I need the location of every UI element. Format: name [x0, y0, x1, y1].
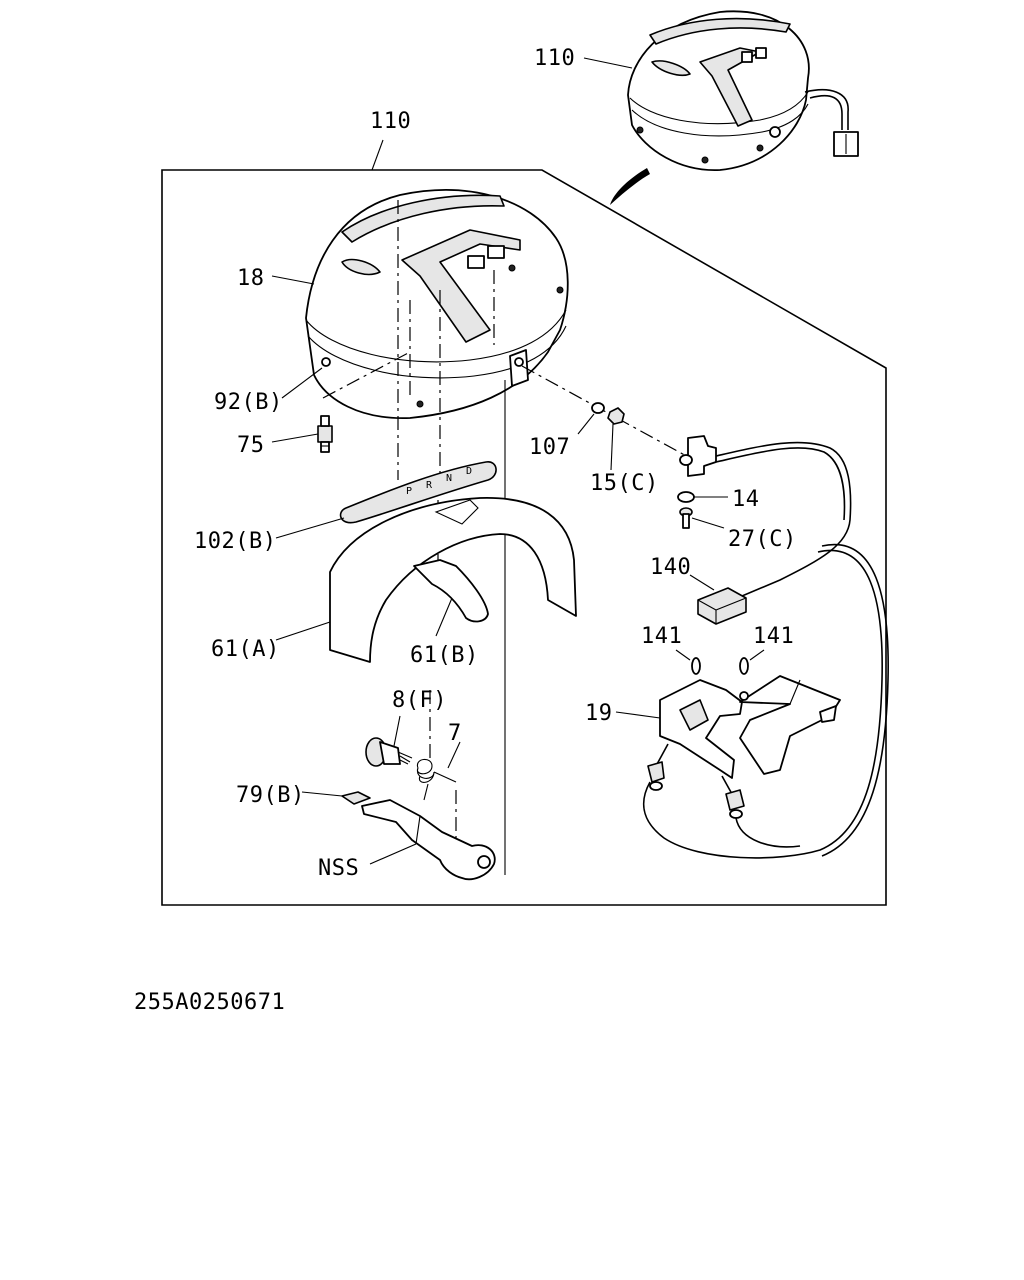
callout-8f: 8(F): [392, 688, 447, 713]
bulb-socket-right: [721, 775, 801, 848]
part-14-washer: [677, 491, 695, 503]
part-79b-clip: [341, 791, 371, 805]
part-27c-screw: [679, 507, 693, 529]
callout-141-right: 141: [753, 624, 794, 649]
part-141-bulb-right: [739, 657, 749, 675]
callout-7: 7: [448, 721, 462, 746]
callout-79b: 79(B): [236, 783, 305, 808]
part-7-spring: [416, 758, 457, 801]
exploded-frame: [161, 169, 887, 906]
callout-110-frame: 110: [370, 109, 411, 134]
part-switch-harness: [679, 435, 852, 597]
svg-text:R: R: [426, 480, 433, 491]
callout-61a: 61(A): [211, 637, 280, 662]
assembly-110-preview: [627, 10, 859, 171]
callout-19: 19: [585, 701, 613, 726]
callout-61b: 61(B): [410, 643, 479, 668]
wire-loop: [643, 549, 883, 859]
part-19-bulb-bracket: [659, 675, 841, 779]
callout-nss: NSS: [318, 856, 359, 881]
svg-text:D: D: [466, 466, 472, 477]
svg-text:N: N: [446, 473, 452, 484]
callout-102b: 102(B): [194, 529, 276, 554]
callout-75: 75: [237, 433, 265, 458]
direction-arrow: [610, 168, 650, 205]
part-8f-knob: [365, 737, 413, 767]
part-15c-nut: [607, 407, 625, 425]
part-61a-boot: [329, 497, 577, 663]
svg-text:P: P: [406, 486, 412, 497]
part-102b-indicator-plate: P R N D: [339, 461, 497, 524]
part-107-washer: [591, 402, 605, 414]
callout-110-assembled: 110: [534, 46, 575, 71]
callout-92b: 92(B): [214, 390, 283, 415]
callout-27c: 27(C): [728, 527, 797, 552]
part-18-shift-cover: [305, 189, 569, 419]
callout-18: 18: [237, 266, 265, 291]
part-141-bulb-left: [691, 657, 701, 675]
callout-14: 14: [732, 487, 760, 512]
part-75-bolt: [317, 415, 333, 453]
callout-140: 140: [650, 555, 691, 580]
part-nss-lever: [361, 799, 496, 881]
callout-15c: 15(C): [590, 471, 659, 496]
callout-141-left: 141: [641, 624, 682, 649]
bulb-socket-left: [647, 743, 669, 791]
diagram-id: 255A0250671: [134, 990, 285, 1015]
callout-107: 107: [529, 435, 570, 460]
part-140-connector: [697, 587, 747, 625]
part-61b-boot: [413, 559, 489, 623]
